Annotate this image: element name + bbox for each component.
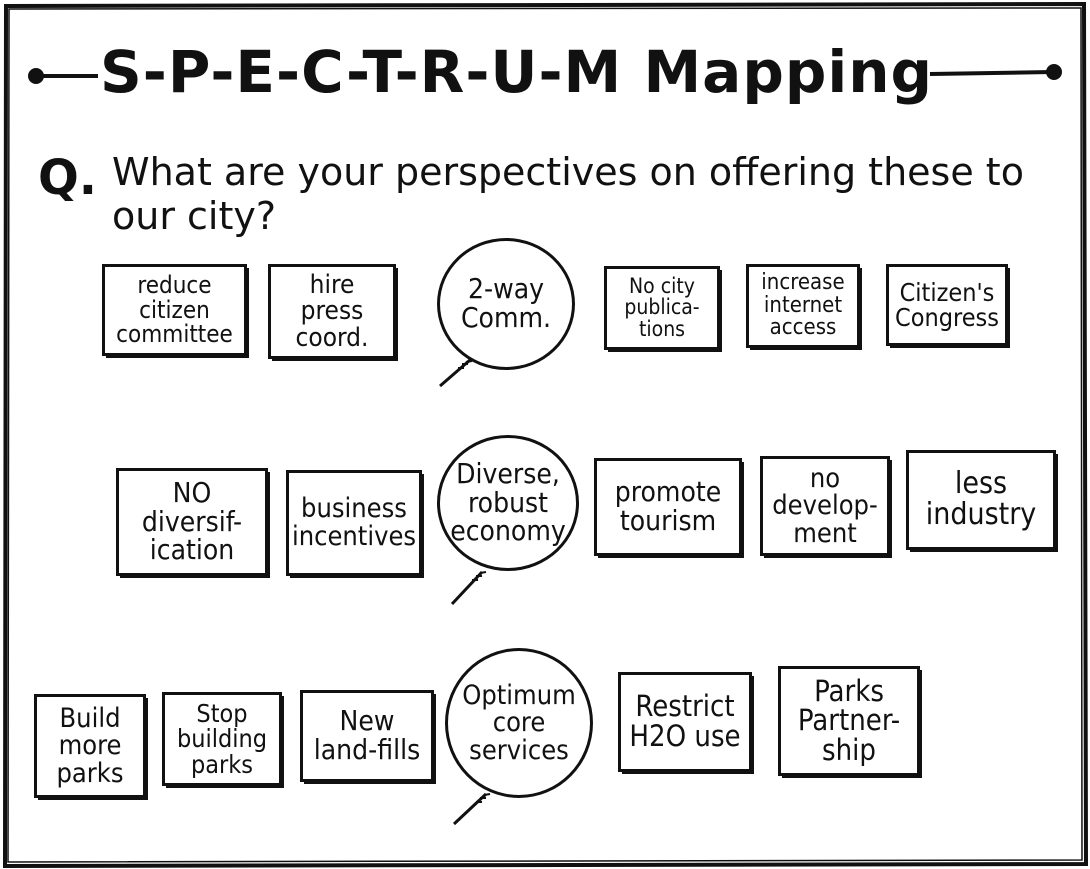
option-card: reduce citizen committee (102, 264, 247, 356)
title-rule-right (929, 64, 1062, 80)
option-card: Restrict H2O use (618, 672, 752, 772)
question-text: What are your perspectives on offering t… (112, 150, 1024, 238)
option-card: Build more parks (34, 694, 146, 798)
title-rule-left (28, 68, 98, 84)
option-card: Parks Partner-ship (778, 666, 920, 776)
option-card: promote tourism (594, 458, 742, 556)
topic-bubble: Optimum core services (445, 648, 593, 798)
option-card: hire press coord. (268, 264, 396, 359)
option-card: No city publica-tions (604, 266, 720, 350)
option-card: business incentives (286, 470, 422, 576)
pushpin-icon (452, 792, 491, 826)
topic-bubble: 2-way Comm. (437, 238, 575, 370)
pushpin-icon (439, 358, 473, 388)
option-card: less industry (906, 450, 1056, 550)
option-card: New land-fills (300, 690, 434, 782)
option-card: Stop building parks (162, 692, 282, 786)
topic-bubble: Diverse, robust economy (437, 435, 579, 571)
page-title: S-P-E-C-T-R-U-M Mapping (100, 38, 934, 106)
question-mark-label: Q. (38, 150, 98, 206)
option-card: increase internet access (746, 264, 860, 348)
option-card: Citizen's Congress (886, 264, 1008, 346)
pushpin-icon (450, 570, 487, 606)
option-card: no develop-ment (760, 456, 890, 556)
option-card: NO diversif-ication (116, 468, 268, 576)
